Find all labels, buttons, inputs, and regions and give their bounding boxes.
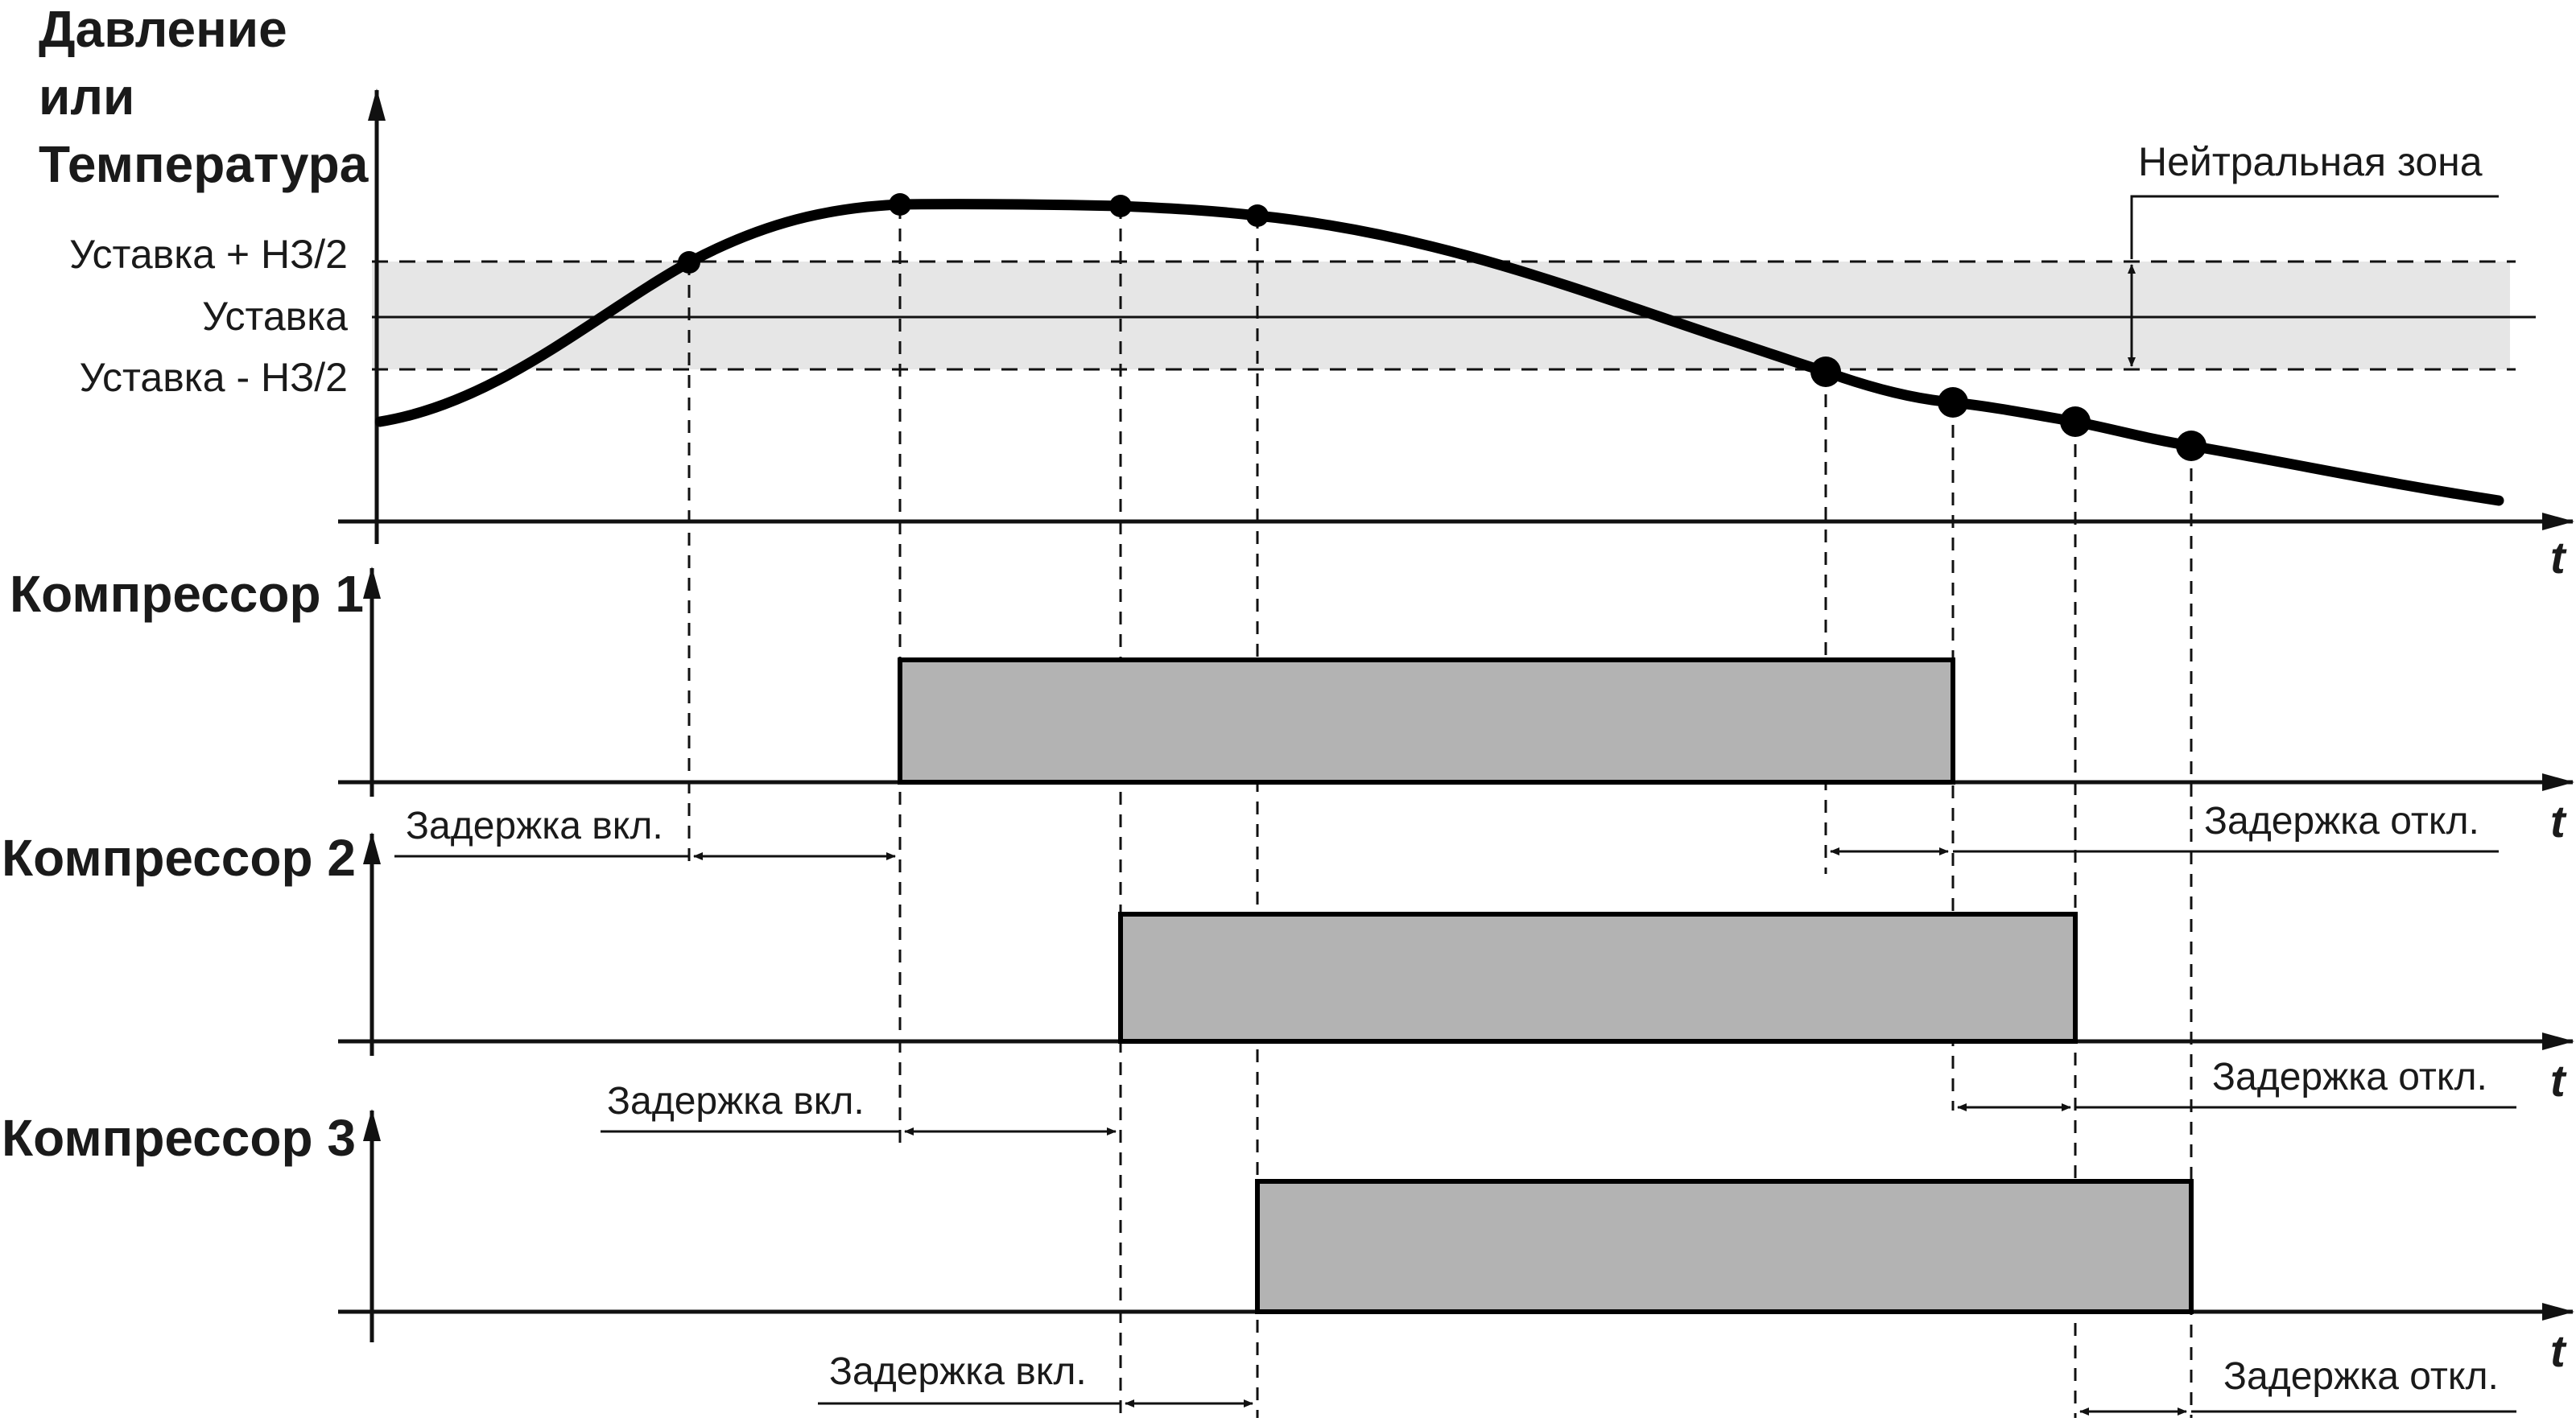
neutral-zone-leader bbox=[2130, 195, 2499, 259]
neutral-zone-label: Нейтральная зона bbox=[2138, 139, 2483, 184]
compressor-2-label: Компрессор 2 bbox=[2, 829, 356, 887]
compressor-3-delay-off-label: Задержка откл. bbox=[2223, 1355, 2499, 1398]
compressor-1-label: Компрессор 1 bbox=[10, 565, 364, 623]
curve-point-7 bbox=[2060, 406, 2091, 437]
y-axis-label-line2: или bbox=[39, 68, 134, 126]
process-curve bbox=[374, 199, 2504, 506]
compressor-2-delay-on-label: Задержка вкл. bbox=[607, 1080, 865, 1123]
compressor-1-time-label: t bbox=[2550, 796, 2567, 847]
compressor-3-label: Компрессор 3 bbox=[2, 1109, 356, 1167]
neutral-zone-band bbox=[372, 262, 2510, 369]
compressor-1-on-pulse bbox=[898, 657, 1955, 785]
compressor-2-on-pulse bbox=[1118, 912, 2078, 1044]
compressor-3-delay-on-label: Задержка вкл. bbox=[829, 1350, 1087, 1393]
setpoint-high-label: Уставка + НЗ/2 bbox=[69, 232, 348, 277]
compressor-2-time-label: t bbox=[2550, 1055, 2567, 1106]
curve-point-2 bbox=[889, 193, 911, 216]
curve-point-1 bbox=[678, 251, 700, 274]
curve-point-6 bbox=[1938, 387, 1968, 418]
top-time-label: t bbox=[2550, 532, 2567, 583]
setpoint-label: Уставка bbox=[202, 294, 348, 339]
curve-point-4 bbox=[1246, 204, 1269, 227]
compressor-1-delay-on-label: Задержка вкл. bbox=[406, 805, 663, 847]
curve-point-5 bbox=[1810, 356, 1841, 387]
compressor-3-on-pulse bbox=[1255, 1179, 2194, 1314]
y-axis-label-line1: Давление bbox=[39, 0, 287, 58]
compressor-2-delay-off-label: Задержка откл. bbox=[2212, 1056, 2487, 1098]
curve-point-3 bbox=[1109, 195, 1132, 217]
curve-point-8 bbox=[2176, 431, 2207, 461]
compressor-3-time-label: t bbox=[2550, 1325, 2567, 1376]
setpoint-low-label: Уставка - НЗ/2 bbox=[80, 355, 348, 400]
compressor-1-delay-off-label: Задержка откл. bbox=[2204, 800, 2479, 843]
y-axis-label-line3: Температура bbox=[39, 135, 369, 193]
